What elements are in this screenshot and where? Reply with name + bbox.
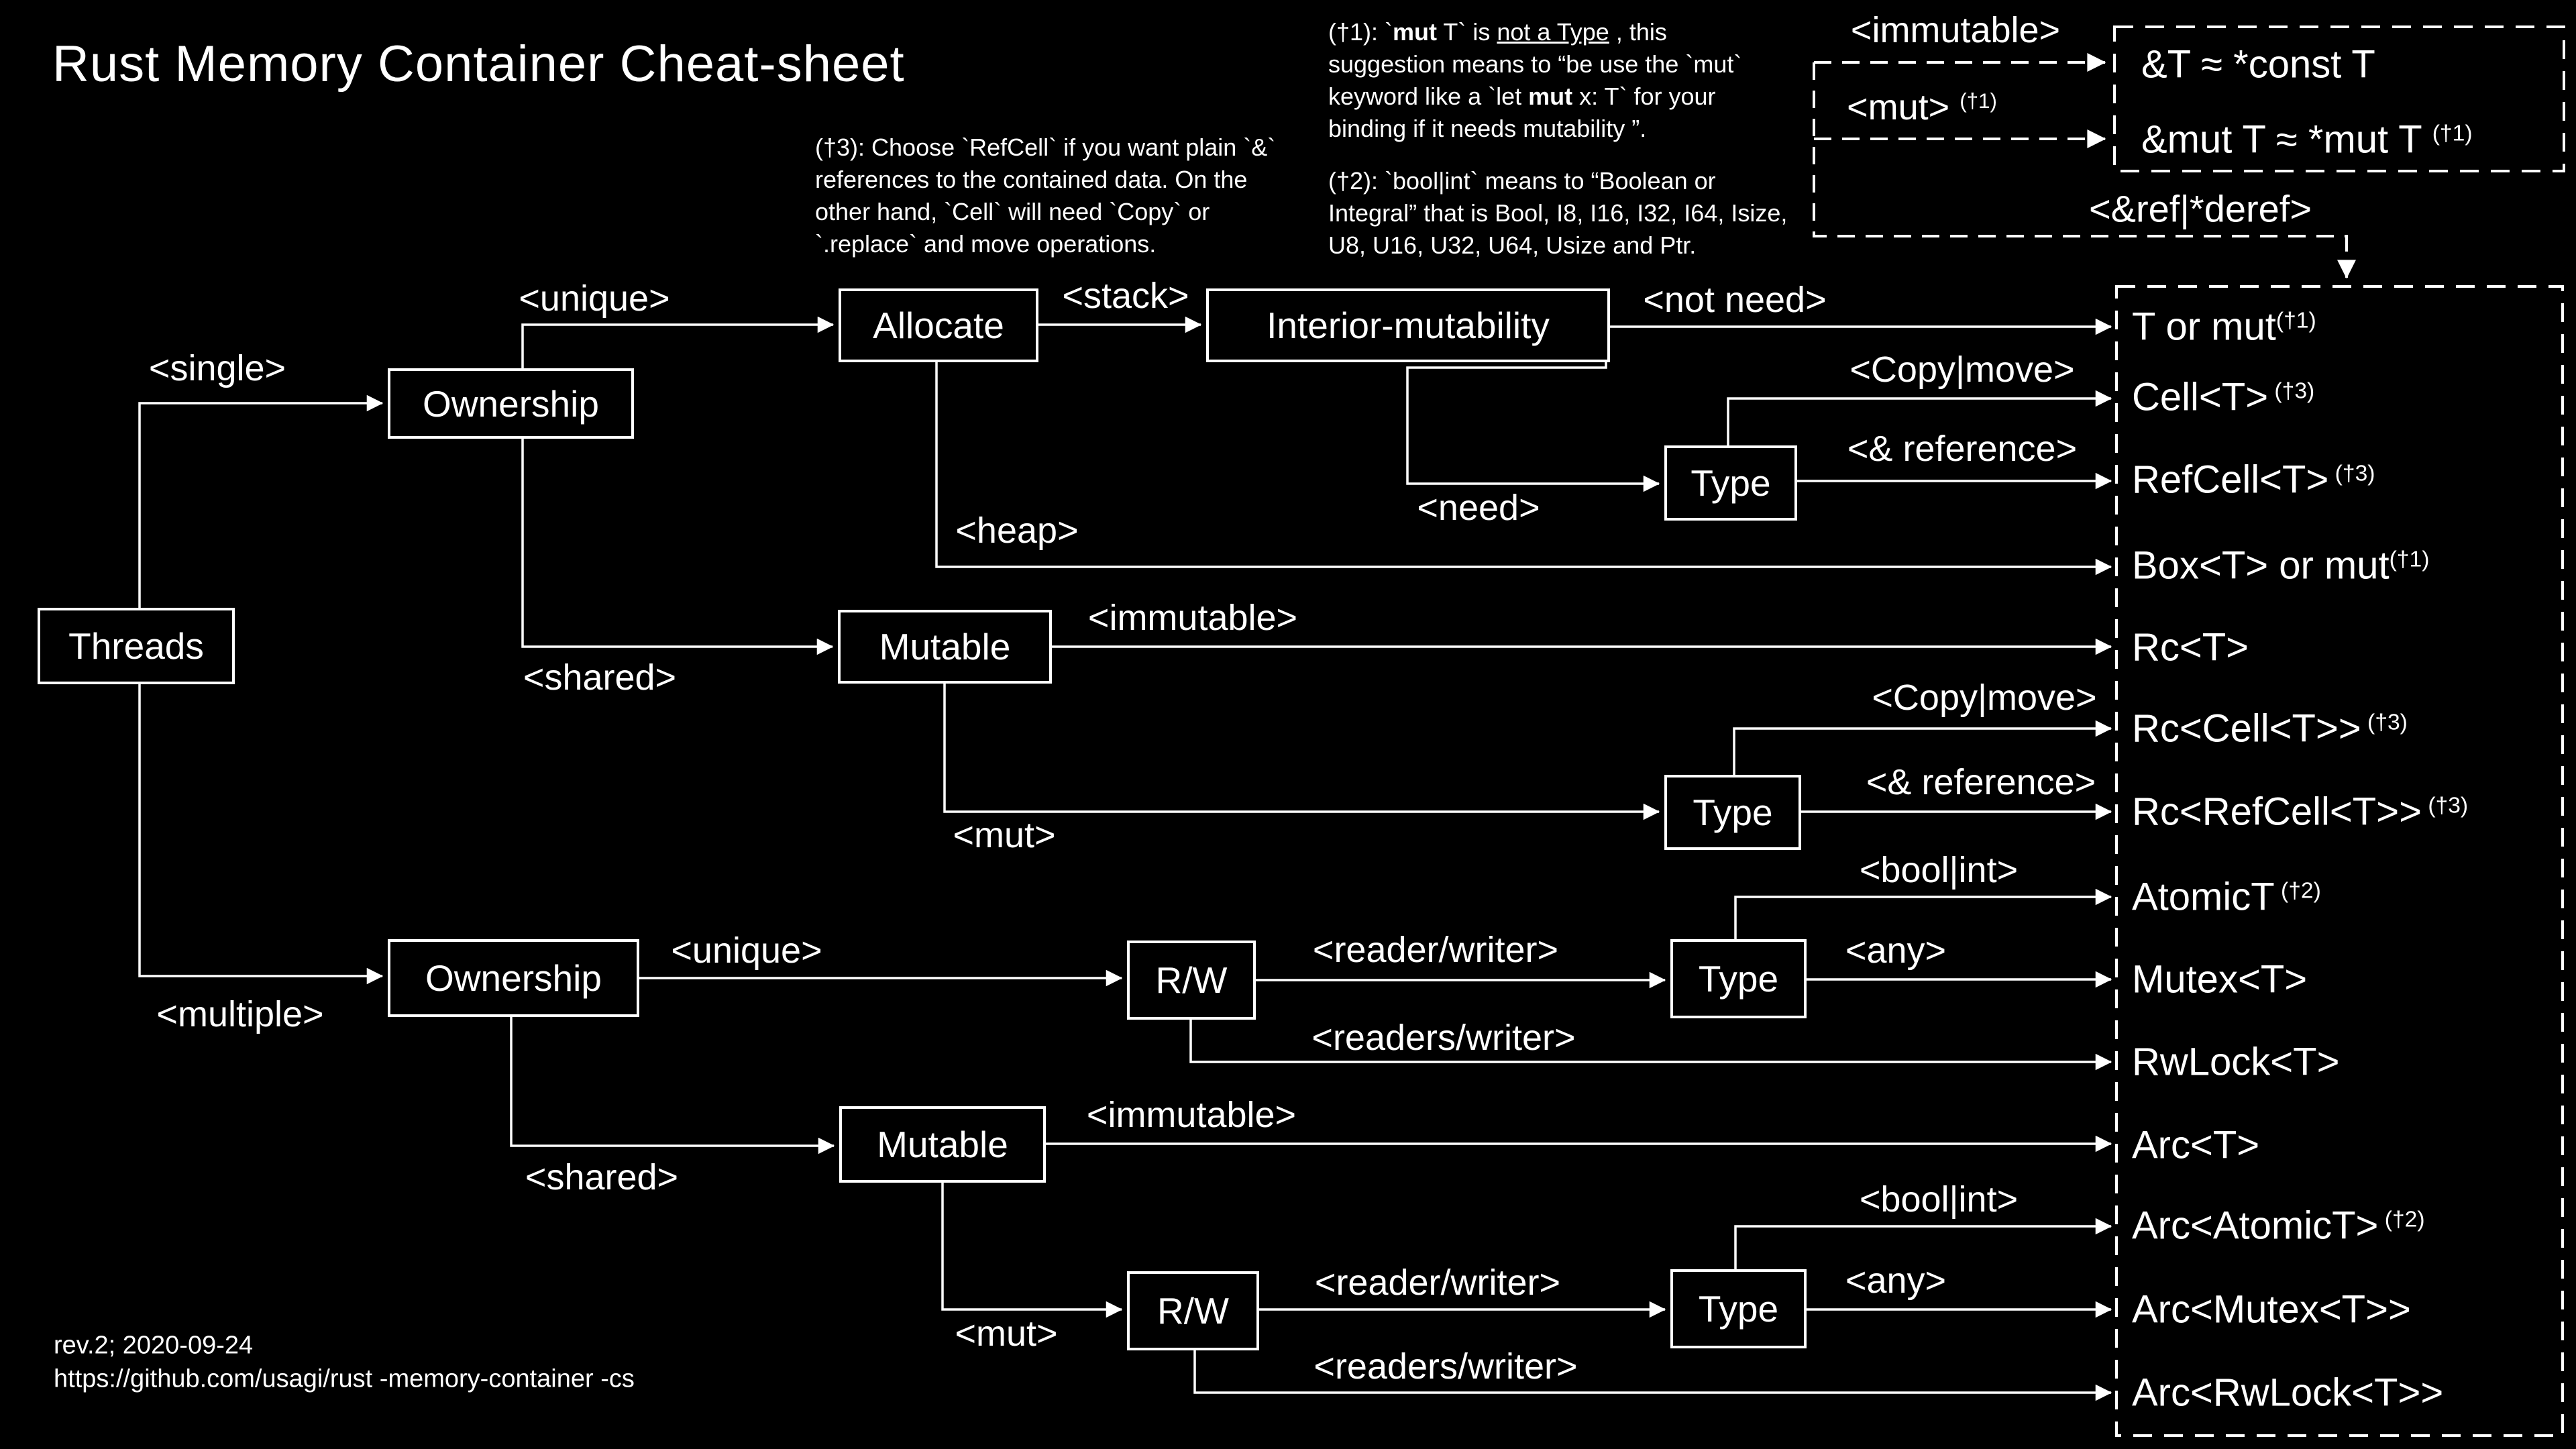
edge-label-reader-writer-2: <reader/writer> [1314,1263,1561,1303]
node-allocate: Allocate [839,288,1038,362]
container-item-rwlock: RwLock<T> [2132,1040,2340,1084]
container-item-box: Box<T> or mut(†1) [2132,543,2430,588]
note-2: (†2): `bool|int` means to “Boolean or In… [1328,167,1788,259]
edge-label-need: <need> [1417,488,1540,528]
edge-label-copy-move-2: <Copy|move> [1872,678,2097,718]
node-ownership-single: Ownership [388,368,634,439]
edge-mut-1 [943,684,1660,820]
edge-shared-bottom [510,1017,835,1155]
edge-label-immutable-2: <immutable> [1086,1095,1297,1135]
edge-readers-writer-1 [1189,1020,2112,1071]
note-3: (†3): Choose `RefCell` if you want plain… [815,133,1276,258]
node-mutable-multi: Mutable [839,1106,1046,1183]
edge-heap [935,362,2112,576]
edge-label-stack: <stack> [1062,276,1189,316]
container-item-cell: Cell<T> (†3) [2132,375,2315,419]
container-item-rc-cell: Rc<Cell<T>> (†3) [2132,706,2408,751]
container-item-arc-rwlock: Arc<RwLock<T>> [2132,1371,2444,1415]
edge-unique-top [521,316,835,368]
edge-threads-multiple [138,684,384,985]
container-box [2115,285,2564,1437]
container-item-rc-refcell: Rc<RefCell<T>> (†3) [2132,790,2469,834]
node-type-atomic: Type [1670,939,1807,1018]
edge-label-multiple: <multiple> [156,994,324,1034]
node-type-arc: Type [1670,1269,1807,1348]
edge-label-reference-1: <& reference> [1847,429,2078,469]
edge-label-any-1: <any> [1845,930,1947,971]
container-item-mutex: Mutex<T> [2132,957,2308,1002]
container-item-refcell: RefCell<T> (†3) [2132,458,2375,502]
container-item-arc: Arc<T> [2132,1123,2260,1167]
edge-bool-int-1 [1734,888,2112,939]
note-1: (†1): `mut T` is not a Type , this sugge… [1328,18,1742,142]
edge-label-any-2: <any> [1845,1260,1947,1301]
edge-shared-top [521,439,834,655]
edge-label-shared-top: <shared> [523,657,677,698]
edge-label-bool-int-2: <bool|int> [1859,1179,2019,1220]
edge-label-single: <single> [148,348,286,388]
footer-repo-url: https://github.com/usagi/rust -memory-co… [54,1364,635,1393]
node-ownership-multi: Ownership [388,939,639,1017]
edge-label-copy-move-1: <Copy|move> [1849,350,2075,390]
node-rw-mut: R/W [1127,1271,1259,1350]
footer-revision: rev.2; 2020-09-24 [54,1331,254,1360]
edge-label-unique-top: <unique> [519,278,670,319]
edge-label-shared-bottom: <shared> [525,1157,679,1197]
edge-bool-int-2 [1734,1218,2112,1269]
edge-label-not-need: <not need> [1643,280,1827,320]
edge-legend-ref-deref [1813,62,2356,279]
legend-mut-label: <mut> (†1) [1847,87,1997,127]
node-mutable-single: Mutable [838,610,1052,684]
edge-label-unique-bottom: <unique> [671,930,822,971]
container-item-atomict: AtomicT (†2) [2132,875,2321,919]
edge-label-mut-1: <mut> [953,815,1056,855]
edge-label-mut-2: <mut> [955,1313,1058,1354]
node-interior-mutability: Interior-mutability [1206,288,1610,362]
edge-readers-writer-2 [1193,1350,2112,1401]
edge-label-readers-writer-1: <readers/writer> [1311,1018,1576,1058]
page-title: Rust Memory Container Cheat-sheet [52,36,905,93]
node-type-cell: Type [1664,445,1797,521]
edge-label-readers-writer-2: <readers/writer> [1313,1346,1578,1387]
container-item-t-or-mut: T or mut(†1) [2132,305,2316,349]
edge-label-bool-int-1: <bool|int> [1859,850,2019,890]
edge-label-reference-2: <& reference> [1866,762,2096,802]
legend-box [2113,25,2565,172]
edge-label-heap: <heap> [955,511,1079,551]
edge-label-reader-writer-1: <reader/writer> [1312,930,1559,970]
node-type-rc: Type [1664,775,1801,850]
edge-mut-2 [941,1183,1123,1318]
legend-mut-eq: &mut T ≈ *mut T (†1) [2141,117,2473,162]
node-threads: Threads [38,608,235,684]
edge-copy-move-2 [1733,720,2112,775]
container-item-arc-atomict: Arc<AtomicT> (†2) [2132,1203,2425,1248]
container-item-rc: Rc<T> [2132,625,2249,669]
legend-ref-deref-label: <&ref|*deref> [2088,187,2312,230]
edge-label-immutable-1: <immutable> [1087,598,1298,638]
legend-const-eq: &T ≈ *const T [2141,42,2375,87]
node-rw-unique: R/W [1127,941,1256,1020]
edge-threads-single [138,394,384,608]
container-item-arc-mutex: Arc<Mutex<T>> [2132,1287,2411,1332]
edge-copy-move-1 [1727,390,2112,445]
legend-immutable-label: <immutable> [1850,10,2061,50]
edge-need [1406,362,1660,492]
